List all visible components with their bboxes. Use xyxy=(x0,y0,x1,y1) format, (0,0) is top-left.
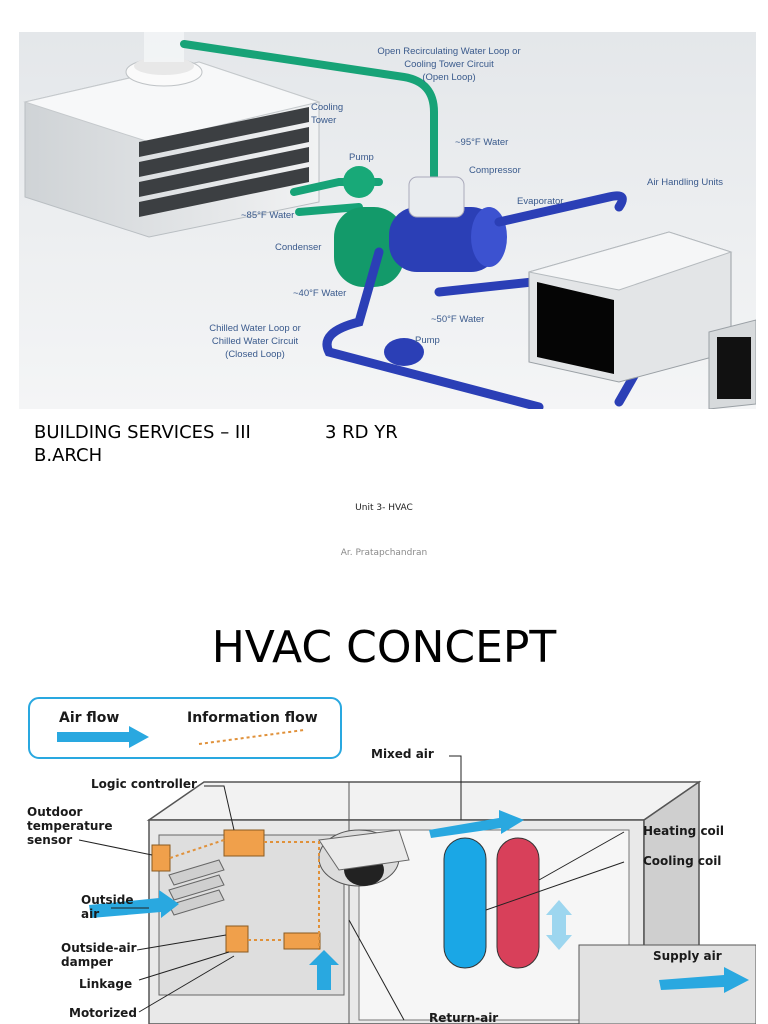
fan xyxy=(318,829,410,887)
unit-subtitle: Unit 3- HVAC xyxy=(355,503,413,513)
air-handler-housing xyxy=(146,780,756,1024)
pump-bottom-label: Pump xyxy=(415,335,440,346)
open-loop-label: Open Recirculating Water Loop or Cooling… xyxy=(377,46,520,83)
air-handling-label: Air Handling Units xyxy=(647,177,723,188)
svg-text:air: air xyxy=(81,907,99,921)
cooling-tower-label: Cooling Tower xyxy=(311,102,343,126)
svg-text:Chilled Water Circuit: Chilled Water Circuit xyxy=(212,336,299,347)
course-year: 3 RD YR xyxy=(325,422,398,443)
compressor-label: Compressor xyxy=(469,165,521,176)
evaporator xyxy=(389,176,507,272)
outdoor-sensor-label: Outdoor temperature sensor xyxy=(27,805,112,847)
svg-text:Chilled Water Loop or: Chilled Water Loop or xyxy=(209,323,301,334)
return-air-arrow-icon xyxy=(309,950,339,990)
outside-air-damper-label: Outside-air damper xyxy=(61,941,137,969)
chilled-loop-label: Chilled Water Loop or Chilled Water Circ… xyxy=(209,323,301,360)
pump-top-label: Pump xyxy=(349,152,374,163)
svg-text:(Open Loop): (Open Loop) xyxy=(422,72,475,83)
course-title: BUILDING SERVICES – III xyxy=(34,422,251,443)
legend-air-flow-label: Air flow xyxy=(59,710,119,726)
course-program: B.ARCH xyxy=(34,445,103,466)
legend: Air flow Information flow xyxy=(28,697,342,759)
controller-small-box xyxy=(283,932,321,950)
supply-air-label: Supply air xyxy=(653,949,722,963)
outside-air-damper xyxy=(168,859,225,916)
cooling-coil xyxy=(443,837,487,969)
heating-coil-label: Heating coil xyxy=(643,824,724,838)
chiller-system-illustration: Open Recirculating Water Loop or Cooling… xyxy=(19,32,756,409)
air-handling-unit xyxy=(528,231,756,409)
bypass-arrow-icon xyxy=(546,900,572,950)
damper-motor-box xyxy=(225,925,249,953)
svg-text:Cooling: Cooling xyxy=(311,102,343,113)
svg-text:Open Recirculating Water Loop: Open Recirculating Water Loop or xyxy=(377,46,520,57)
svg-text:(Closed Loop): (Closed Loop) xyxy=(225,349,285,360)
svg-text:Cooling Tower Circuit: Cooling Tower Circuit xyxy=(404,59,494,70)
water-50-label: ~50°F Water xyxy=(431,314,484,325)
legend-info-flow-label: Information flow xyxy=(187,710,318,726)
svg-text:temperature: temperature xyxy=(27,819,112,833)
author-name: Ar. Pratapchandran xyxy=(340,548,428,558)
logic-controller-box xyxy=(223,829,265,857)
svg-text:Outside: Outside xyxy=(81,893,133,907)
heating-coil xyxy=(496,837,540,969)
linkage-label: Linkage xyxy=(79,977,132,991)
svg-text:Outdoor: Outdoor xyxy=(27,805,83,819)
mixed-air-arrow-icon xyxy=(429,810,524,838)
hvac-concept-diagram: Air flow Information flow xyxy=(19,690,756,1024)
evaporator-label: Evaporator xyxy=(517,196,563,207)
mixed-air-label: Mixed air xyxy=(371,747,434,761)
svg-text:Tower: Tower xyxy=(311,115,336,126)
supply-air-arrow-icon xyxy=(659,967,749,993)
svg-text:sensor: sensor xyxy=(27,833,72,847)
cooling-coil-label: Cooling coil xyxy=(643,854,721,868)
cooling-tower xyxy=(23,32,321,238)
water-40-label: ~40°F Water xyxy=(293,288,346,299)
water-85-label: ~85°F Water xyxy=(241,210,294,221)
condenser-label: Condenser xyxy=(275,242,321,253)
outside-air-arrow-icon xyxy=(89,890,179,918)
outdoor-sensor-box xyxy=(151,844,171,872)
svg-text:Outside-air: Outside-air xyxy=(61,941,137,955)
air-flow-arrow-icon xyxy=(57,726,149,748)
condenser xyxy=(334,166,404,287)
motorized-label: Motorized xyxy=(69,1006,137,1020)
return-air-label: Return-air xyxy=(429,1011,498,1024)
svg-text:damper: damper xyxy=(61,955,113,969)
slide-title: HVAC CONCEPT xyxy=(211,622,557,673)
outside-air-label: Outside air xyxy=(81,893,133,921)
water-95-label: ~95°F Water xyxy=(455,137,508,148)
logic-controller-label: Logic controller xyxy=(91,777,197,791)
